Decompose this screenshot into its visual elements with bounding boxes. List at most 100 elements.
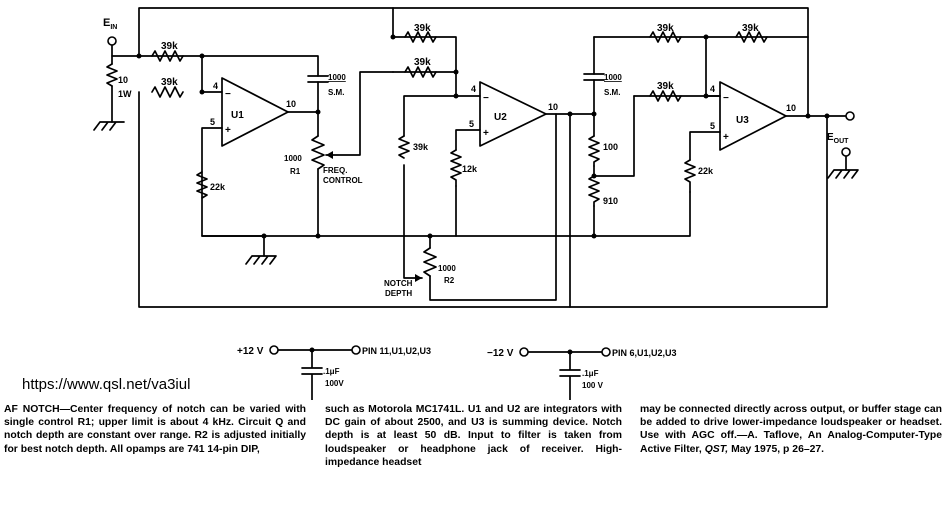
pin11-label: PIN 11,U1,U2,U3 xyxy=(362,346,431,356)
minus12-label: −12 V xyxy=(487,348,514,359)
wire-u2-fb-top xyxy=(392,36,481,97)
r-fb-top-label: 39k xyxy=(414,23,431,34)
wire-top-loop xyxy=(138,7,809,117)
pin6-label: PIN 6,U1,U2,U3 xyxy=(612,348,677,358)
cap-value-a: .1μF xyxy=(323,367,340,376)
r12k-label: 12k xyxy=(462,164,478,174)
u3-label: U3 xyxy=(736,115,749,126)
junction-dot xyxy=(805,113,811,119)
u1-pin10: 10 xyxy=(286,99,296,109)
resistor-39k-u2in xyxy=(404,66,437,78)
junction-dot xyxy=(567,111,573,117)
u1-minus: − xyxy=(225,89,231,100)
resistor-22k-right xyxy=(684,159,696,193)
terminal-plus12 xyxy=(269,345,279,355)
r-in2-label: 39k xyxy=(161,77,178,88)
junction-dot xyxy=(567,349,573,355)
u3-pin10: 10 xyxy=(786,103,796,113)
r-u3mid-label: 39k xyxy=(657,81,674,92)
r10-watt-label: 1W xyxy=(118,89,132,99)
terminal-minus12 xyxy=(519,347,529,357)
r22k-right-label: 22k xyxy=(698,166,714,176)
junction-dot xyxy=(703,93,709,99)
resistor-39k-in2 xyxy=(151,86,184,98)
caption-column-1: AF NOTCH—Center frequency of notch can b… xyxy=(4,404,306,455)
junction-dot xyxy=(824,113,830,119)
ein-sub: IN xyxy=(110,24,117,31)
resistor-100 xyxy=(588,135,600,167)
terminal-eout xyxy=(845,111,855,121)
resistor-10-ohm xyxy=(106,63,118,87)
junction-dot xyxy=(315,233,321,239)
caption-ref: May 1975, p 26–27. xyxy=(731,443,825,455)
plus12-label: +12 V xyxy=(237,346,264,357)
ein-label: E xyxy=(103,17,110,29)
svg-text:EOUT: EOUT xyxy=(827,132,849,145)
wire-u1-plus xyxy=(201,127,431,237)
wire-minus12-cap xyxy=(559,351,581,400)
ground-eout xyxy=(827,169,859,179)
potentiometer-r2 xyxy=(423,247,437,277)
resistor-910 xyxy=(588,175,600,207)
u3-plus: + xyxy=(723,132,729,143)
u2-plus: + xyxy=(483,128,489,139)
c2-value: 1000 xyxy=(604,73,622,82)
opamp-u2 xyxy=(479,81,547,147)
wire-u2-plus xyxy=(455,129,481,151)
junction-dot xyxy=(591,111,597,117)
resistor-39k-top xyxy=(404,31,437,43)
r22k-left-label: 22k xyxy=(210,182,226,192)
r-u3fb-label: 39k xyxy=(742,23,759,34)
caption-column-2: such as Motorola MC1741L. U1 and U2 are … xyxy=(325,404,622,468)
r1-wiper-wire xyxy=(325,71,394,156)
r-in1-label: 39k xyxy=(161,41,178,52)
wire-100-910-join xyxy=(593,95,635,177)
eout-label: E xyxy=(827,132,834,143)
r1-name: R1 xyxy=(290,167,301,176)
opamp-u3 xyxy=(719,81,787,151)
terminal-pin11 xyxy=(351,345,361,355)
r2-name: R2 xyxy=(444,276,455,285)
junction-dot xyxy=(199,53,205,59)
wire-c1-top xyxy=(201,55,319,77)
terminal-pin6 xyxy=(601,347,611,357)
r2-value: 1000 xyxy=(438,264,456,273)
notch-depth-1: NOTCH xyxy=(384,279,413,288)
junction-dot xyxy=(591,173,597,179)
c1-value: 1000 xyxy=(328,73,346,82)
r-u3top-label: 39k xyxy=(657,23,674,34)
c2-type: S.M. xyxy=(604,88,620,97)
u2-pin4: 4 xyxy=(471,84,476,94)
resistor-39k-u3fb xyxy=(735,31,768,43)
resistor-39k-u3mid xyxy=(649,90,682,102)
resistor-39k-in1 xyxy=(151,50,184,62)
u1-plus: + xyxy=(225,125,231,136)
cap-volt-a: 100V xyxy=(325,379,344,388)
resistor-39k-u2-left xyxy=(398,135,410,159)
r2-wiper-arrow xyxy=(415,274,422,282)
source-url[interactable]: https://www.qsl.net/va3iul xyxy=(22,376,191,393)
potentiometer-r1 xyxy=(311,135,325,170)
eout-sub: OUT xyxy=(834,138,850,145)
junction-dot xyxy=(309,347,315,353)
u3-minus: − xyxy=(723,93,729,104)
svg-text:EIN: EIN xyxy=(103,17,117,31)
r-u2in-label: 39k xyxy=(414,57,431,68)
junction-dot xyxy=(453,69,459,75)
junction-dot xyxy=(390,34,396,40)
u2-pin10: 10 xyxy=(548,102,558,112)
caption-col3-text: may be connected directly across output,… xyxy=(640,404,942,455)
wire-ground-right xyxy=(429,191,691,237)
freq-control-2: CONTROL xyxy=(323,176,363,185)
junction-dot xyxy=(427,233,433,239)
u2-minus: − xyxy=(483,93,489,104)
cap-value-b: .1μF xyxy=(582,369,599,378)
junction-dot xyxy=(453,93,459,99)
u3-pin4: 4 xyxy=(710,84,715,94)
notch-filter-schematic: EIN 39k 39k 10 1W U1 4 5 10 − + 1000 S.M… xyxy=(93,7,859,400)
capacitor-c2 xyxy=(583,73,605,81)
notch-depth-2: DEPTH xyxy=(385,289,412,298)
u1-label: U1 xyxy=(231,110,244,121)
wire-u3-plus xyxy=(689,131,721,161)
r910-label: 910 xyxy=(603,196,618,206)
